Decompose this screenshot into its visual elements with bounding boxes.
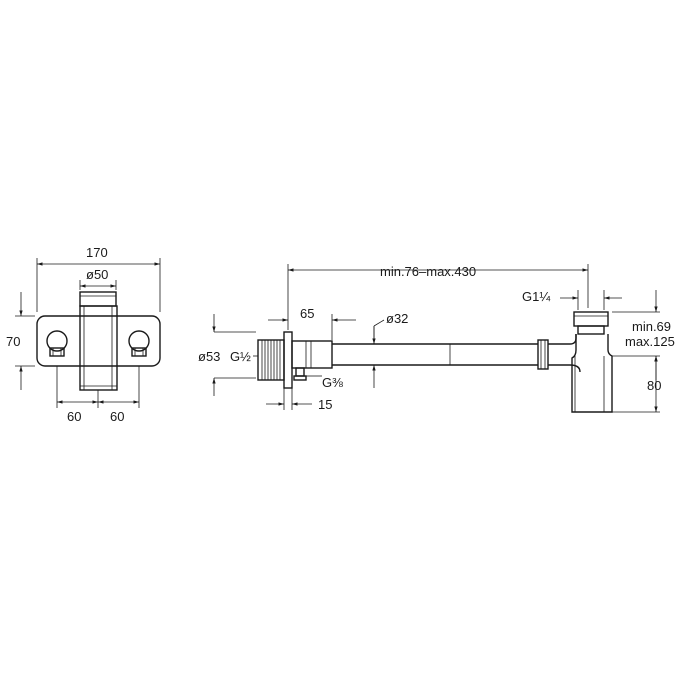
- outlet-thread-label: G1¼: [522, 289, 550, 304]
- thread-main-label: G: [230, 349, 240, 364]
- left-valve-icon: [46, 330, 68, 357]
- trap-cap: [573, 311, 609, 327]
- front-view: [15, 258, 161, 408]
- pipe-diameter-label: ø32: [386, 311, 408, 326]
- left-spacing-label: 60: [67, 409, 81, 424]
- height-range-min-label: min.69: [632, 319, 671, 334]
- side-view: [212, 264, 660, 413]
- height-label: 70: [6, 334, 20, 349]
- pipe-nut: [537, 339, 549, 370]
- right-spacing-label: 60: [110, 409, 124, 424]
- depth-label: 15: [318, 397, 332, 412]
- wall-plate: [36, 315, 161, 367]
- thread-small-fraction: ⅜: [332, 375, 343, 390]
- diameter-label: ø50: [86, 267, 108, 282]
- offset-label: 65: [300, 306, 314, 321]
- flange-diameter-label: ø53: [198, 349, 220, 364]
- trap-elbow: [548, 334, 577, 345]
- side-wall-plate: [283, 331, 293, 389]
- valve-body: [291, 340, 333, 369]
- height-range-max-label: max.125: [625, 334, 675, 349]
- width-label: 170: [86, 245, 108, 260]
- trap-height-label: 80: [647, 378, 661, 393]
- right-valve-icon: [128, 330, 150, 357]
- thread-small-label: G: [322, 375, 332, 390]
- front-cap: [79, 291, 117, 307]
- thread-main-fraction: ½: [240, 349, 251, 364]
- length-label: min.76–max.430: [380, 264, 476, 279]
- front-body: [79, 305, 118, 391]
